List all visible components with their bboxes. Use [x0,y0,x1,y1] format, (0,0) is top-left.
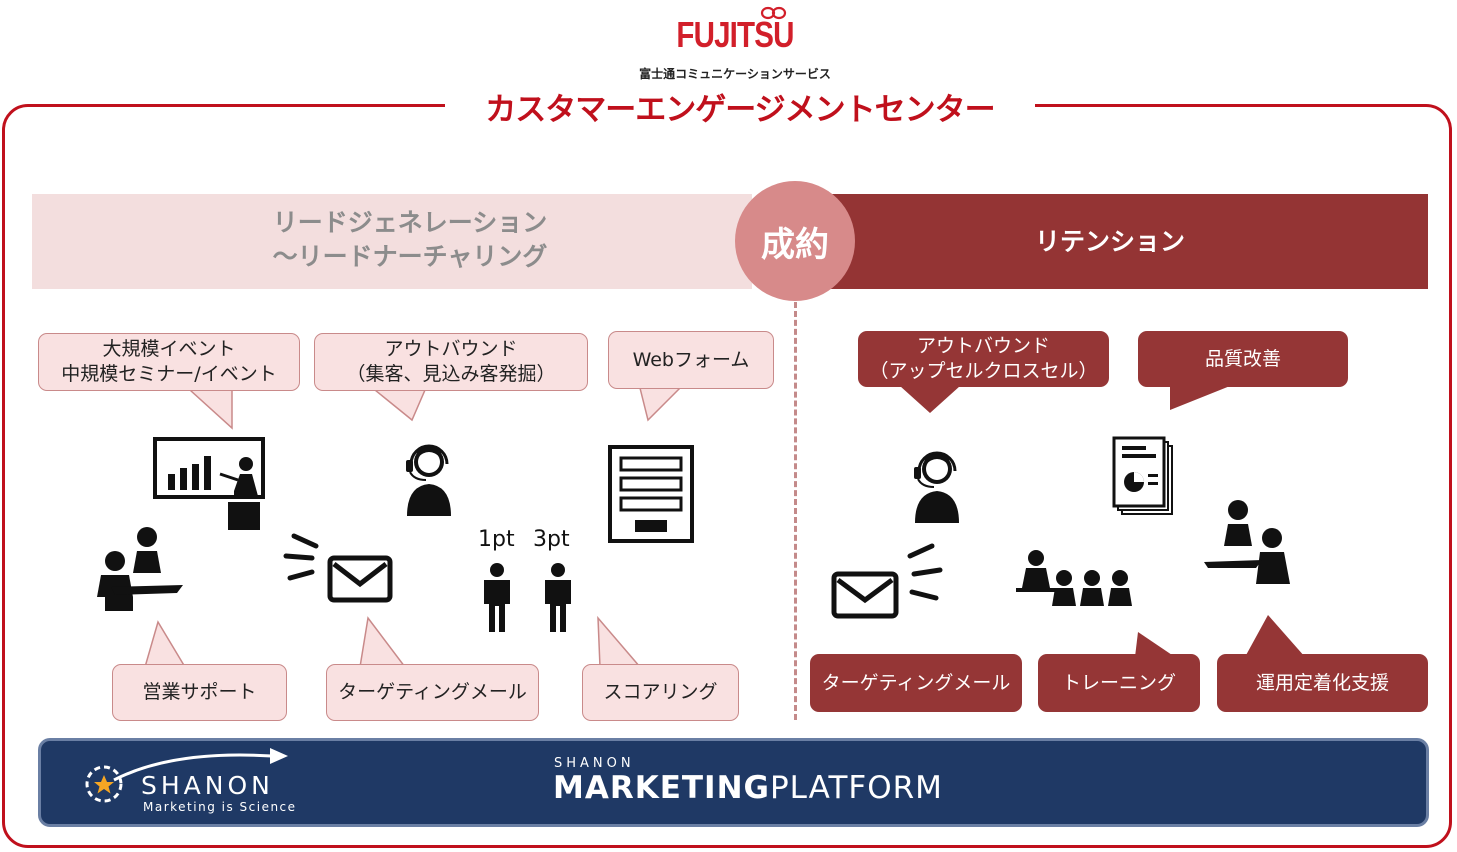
bubble-operation-support-label: 運用定着化支援 [1255,671,1389,694]
bubble-outbound-retention-line2: （アップセルクロスセル） [869,360,1098,382]
bubble-outbound-lead-line1: アウトバウンド [384,338,518,360]
bubble-quality: 品質改善 [1138,331,1348,387]
title-background [445,88,1035,132]
bubble-scoring: スコアリング [582,664,739,721]
arrow-swoosh-icon [113,748,288,782]
meeting-icon [97,527,183,611]
webform-icon [608,445,694,543]
bubble-operation-support: 運用定着化支援 [1217,654,1428,712]
operator-icon [914,451,959,523]
bubble-events: 大規模イベント 中規模セミナー/イベント [38,333,300,391]
report-icon [1112,436,1173,515]
operator-icon [406,444,451,516]
bubble-training: トレーニング [1038,654,1200,712]
lead-generation-line2: 〜リードナーチャリング [272,242,548,271]
meeting-icon [1204,500,1290,584]
email-icon [831,543,943,619]
fujitsu-logo: FUJITSU [676,14,794,55]
lead-generation-band [32,194,752,289]
bubble-scoring-label: スコアリング [603,681,718,703]
score-3pt: 3pt [533,527,570,552]
person-icon [545,563,571,632]
bubble-targeting-mail-retention: ターゲティングメール [810,654,1022,712]
bubble-events-line2: 中規模セミナー/イベント [61,363,277,385]
presentation-icon [153,437,265,530]
platform-bar [38,738,1429,827]
shanon-logo-icon [85,765,123,803]
product-name: MARKETINGPLATFORM [553,770,943,806]
bubble-webform-label: Webフォーム [632,348,750,371]
contract-circle [735,181,855,301]
bubble-events-line1: 大規模イベント [102,338,236,360]
bubble-targeting-mail-retention-label: ターゲティングメール [821,671,1011,694]
phase-divider [794,302,797,720]
retention-label: リテンション [1034,227,1185,256]
shanon-tagline: Marketing is Science [143,800,297,814]
lead-generation-line1: リードジェネレーション [272,208,548,237]
email-icon [283,533,393,603]
bubble-webform: Webフォーム [608,331,774,389]
bubble-targeting-mail-lead-label: ターゲティングメール [338,681,527,703]
bubble-outbound-retention-line1: アウトバウンド [916,335,1050,357]
bubble-sales-support-label: 営業サポート [142,681,257,703]
fujitsu-infinity-icon [760,6,787,20]
bubble-quality-label: 品質改善 [1204,347,1281,370]
bubble-sales-support: 営業サポート [112,664,287,721]
product-name-bold: MARKETING [553,770,770,806]
bubble-outbound-lead-line2: （集客、見込み客発掘） [346,363,556,385]
score-1pt: 1pt [478,527,515,552]
shanon-brand: SHANON [141,771,274,800]
bubble-outbound-lead: アウトバウンド （集客、見込み客発掘） [314,333,588,391]
bubble-targeting-mail-lead: ターゲティングメール [326,664,539,721]
seminar-icon [1016,550,1132,606]
lead-generation-label: リードジェネレーション 〜リードナーチャリング [190,206,630,274]
bubble-outbound-retention: アウトバウンド （アップセルクロスセル） [858,331,1109,387]
retention-band [795,194,1428,289]
company-name: 富士通コミュニケーションサービス [639,67,831,81]
person-icon [484,563,510,632]
contract-label: 成約 [761,225,829,265]
product-name-light: PLATFORM [769,770,943,806]
page-title: カスタマーエンゲージメントセンター [485,92,995,128]
product-brand: SHANON [554,756,635,771]
bubble-training-label: トレーニング [1061,671,1176,694]
